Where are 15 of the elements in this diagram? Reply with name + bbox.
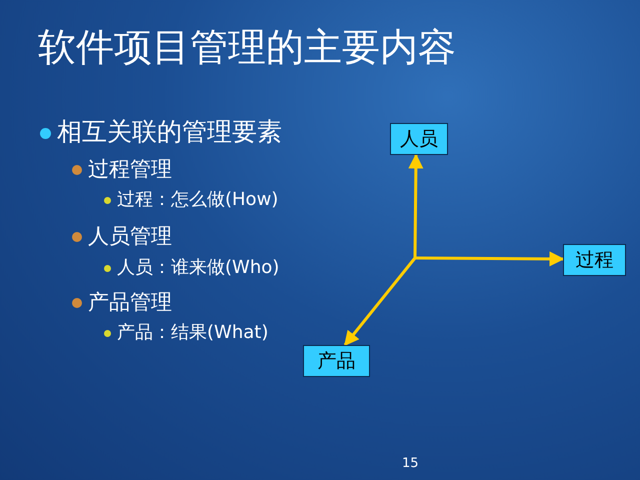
arrow bbox=[415, 251, 564, 266]
page-number: 15 bbox=[402, 456, 419, 471]
axis-label-box: 过程 bbox=[563, 244, 626, 276]
arrow bbox=[408, 154, 424, 258]
axis-label-box: 产品 bbox=[303, 345, 370, 377]
slide-title: 软件项目管理的主要内容 bbox=[38, 24, 456, 71]
bullet-item: 过程：怎么做(How) bbox=[104, 187, 278, 211]
bullet-item: 人员：谁来做(Who) bbox=[104, 255, 280, 279]
axis-label-box: 人员 bbox=[390, 123, 448, 155]
arrow bbox=[344, 257, 416, 346]
bullet-item: 人员管理 bbox=[72, 222, 172, 250]
bullet-item: 过程管理 bbox=[72, 155, 172, 183]
bullet-heading: 相互关联的管理要素 bbox=[40, 115, 282, 148]
bullet-item: 产品：结果(What) bbox=[104, 320, 268, 344]
bullet-item: 产品管理 bbox=[72, 288, 172, 316]
